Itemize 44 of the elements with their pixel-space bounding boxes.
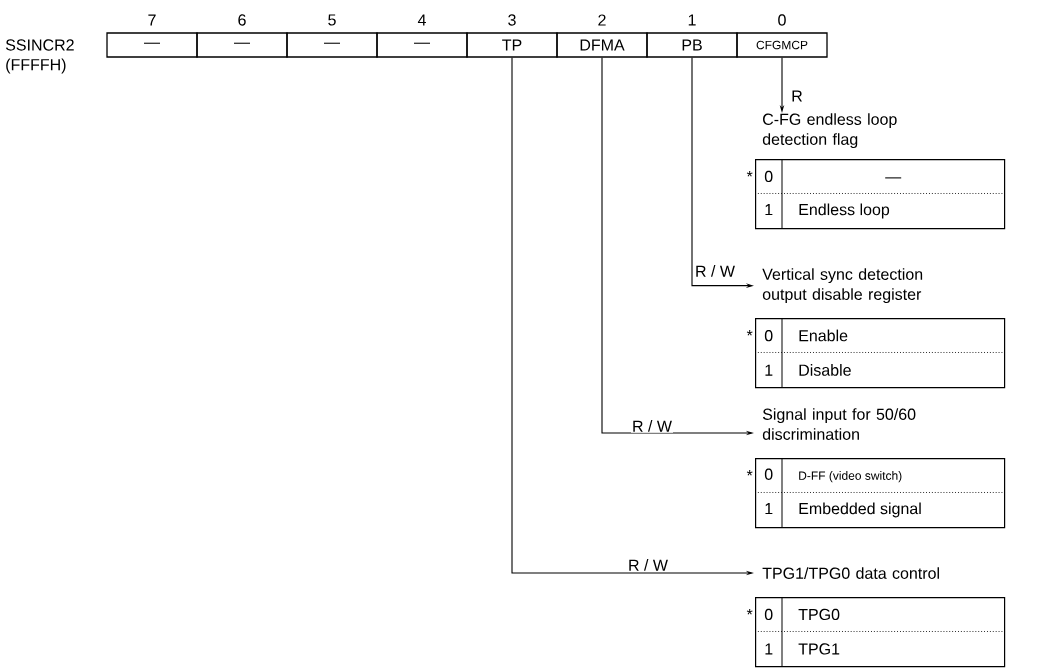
bit-number: 4 [417, 14, 426, 26]
asterisk-mark: * [746, 329, 753, 336]
edge-label: R / W [627, 558, 669, 572]
bit-number: 2 [598, 14, 606, 26]
node-label: 0 [764, 170, 773, 183]
register-bit-cell: — [196, 32, 288, 58]
table-row: 1 Disable [765, 364, 851, 376]
edge-label: R / W [694, 264, 736, 278]
value-table [755, 597, 1006, 668]
table-row: 1 Embedded signal [765, 502, 921, 518]
value-table [755, 318, 1006, 389]
node-label: — [885, 177, 902, 179]
edge-label: R [790, 89, 804, 103]
table-row: 0 D-FF (video switch) [764, 468, 902, 483]
field-description: Vertical sync detection output disable register [762, 268, 923, 304]
register-bit-cell: DFMA [556, 32, 648, 58]
bit-number: 5 [328, 14, 336, 26]
register-bit-cell: PB [646, 32, 738, 58]
table-row: 1 Endless loop [765, 203, 890, 219]
table-row: 0 TPG0 [764, 608, 840, 621]
bit-number: 1 [688, 14, 696, 26]
edge-label: R / W [631, 419, 673, 433]
asterisk-mark: * [746, 469, 753, 476]
table-row: 0 — [764, 170, 902, 183]
register-name: SSINCR2 [5, 39, 74, 51]
asterisk-mark: * [746, 608, 753, 615]
bit-number: 6 [238, 14, 246, 26]
field-description: C-FG endless loop detection flag [762, 113, 897, 149]
value-table [755, 159, 1006, 230]
table-row: 0 Enable [764, 329, 848, 342]
bit-number: 7 [148, 14, 156, 26]
table-row: 1 TPG1 [765, 643, 840, 655]
bit-number: 3 [508, 14, 516, 26]
field-description: Signal input for 50/60 discrimination [762, 408, 916, 440]
field-description: TPG1/TPG0 data control [762, 567, 939, 579]
register-name: (FFFFH) [6, 58, 66, 74]
register-bit-cell: — [286, 32, 378, 58]
asterisk-mark: * [746, 170, 753, 177]
register-bit-cell: TP [466, 32, 558, 58]
value-table [755, 458, 1006, 529]
register-bit-cell: CFGMCP [736, 32, 828, 58]
bit-number: 0 [778, 14, 786, 26]
register-bit-cell: — [106, 32, 198, 58]
register-bit-cell: — [376, 32, 468, 58]
